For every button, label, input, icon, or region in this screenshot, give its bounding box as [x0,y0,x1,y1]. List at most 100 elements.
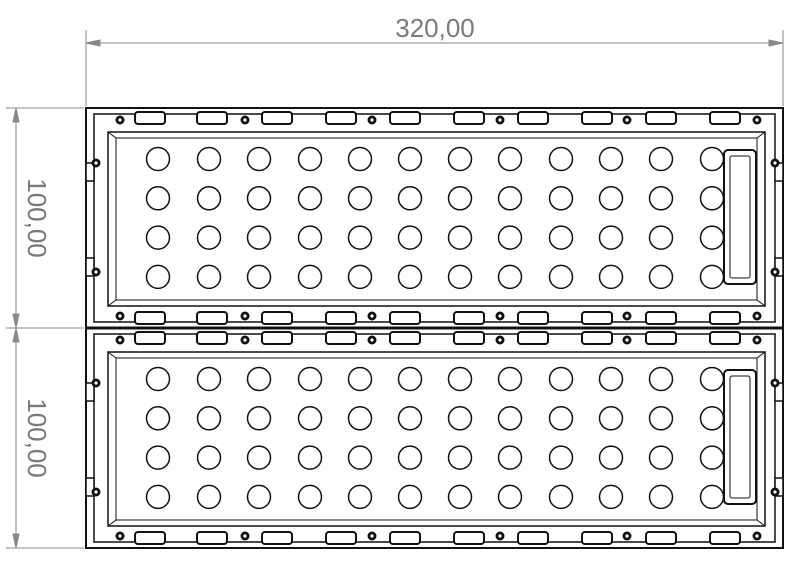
screw-center [243,534,247,538]
mounting-tab [196,311,228,325]
mounting-tab [134,311,166,325]
led-hole [347,264,373,290]
side-notch [85,382,95,402]
led-hole [699,406,725,431]
led-hole [246,264,272,290]
chamfer-line [756,519,766,527]
mounting-tab [581,311,613,325]
led-hole [145,445,171,470]
led-hole [397,484,423,510]
screw-center [94,161,98,165]
screw-center [118,338,122,342]
led-hole [397,146,423,172]
screw-center [498,338,502,342]
led-hole [347,406,373,431]
mounting-tab [196,531,228,545]
led-hole [297,366,323,392]
mounting-tab [517,111,549,125]
led-hole [497,484,523,510]
side-notch [85,162,95,182]
mounting-tab [645,111,677,125]
led-hole [246,225,272,250]
height-bottom-dimension-label: 100,00 [22,398,52,478]
led-hole [598,225,624,250]
mounting-tab [709,311,741,325]
panel-outline [85,327,784,549]
led-hole [196,146,222,172]
led-hole [598,146,624,172]
led-hole [548,484,574,510]
mounting-tab [325,311,357,325]
led-hole [497,146,523,172]
side-notch [85,257,95,277]
led-hole [548,146,574,172]
mounting-tab [645,531,677,545]
handle [723,149,757,285]
led-hole [196,406,222,431]
led-hole [347,484,373,510]
led-hole [347,445,373,470]
chamfer-line [756,131,766,139]
arrowheads-width [85,39,784,47]
screw-center [625,338,629,342]
mounting-tab [581,331,613,345]
led-hole [447,406,473,431]
height-top-dimension-label: 100,00 [22,178,52,258]
screw-center [118,118,122,122]
led-hole [246,406,272,431]
mounting-tab [134,531,166,545]
led-hole [297,225,323,250]
screw-center [243,118,247,122]
led-hole [699,445,725,470]
led-hole [699,146,725,172]
screw-center [498,118,502,122]
handle-inner [729,155,751,279]
led-hole [447,366,473,392]
led-hole [648,406,674,431]
screw-center [243,338,247,342]
mounting-tab [453,311,485,325]
led-hole [699,366,725,392]
led-hole [397,406,423,431]
led-hole [548,366,574,392]
led-hole [447,484,473,510]
screw-center [755,338,759,342]
led-hole [548,406,574,431]
led-hole [598,186,624,211]
screw-center [94,270,98,274]
led-hole [648,186,674,211]
led-hole [699,186,725,211]
screw-center [773,490,777,494]
chamfer-line [756,299,766,307]
screw-center [625,118,629,122]
screw-center [94,490,98,494]
panel-1 [85,107,784,329]
led-hole [497,406,523,431]
led-hole [196,366,222,392]
screw-center [370,314,374,318]
mounting-tab [196,331,228,345]
led-hole [297,186,323,211]
led-hole [598,484,624,510]
led-hole [497,264,523,290]
chamfer-line [107,351,117,359]
mounting-tab [581,111,613,125]
screw-center [755,118,759,122]
led-hole [145,264,171,290]
led-hole [447,264,473,290]
chamfer-line [107,299,117,307]
led-hole [699,264,725,290]
led-hole [648,264,674,290]
led-hole [246,445,272,470]
mounting-tab [709,111,741,125]
screw-center [370,118,374,122]
led-hole [246,186,272,211]
pocket-outer [107,351,766,527]
mounting-tab [453,111,485,125]
led-hole [246,146,272,172]
side-notch [774,257,784,277]
led-hole [297,406,323,431]
pocket-outer [107,131,766,307]
screw-center [498,314,502,318]
mounting-tab [261,111,293,125]
